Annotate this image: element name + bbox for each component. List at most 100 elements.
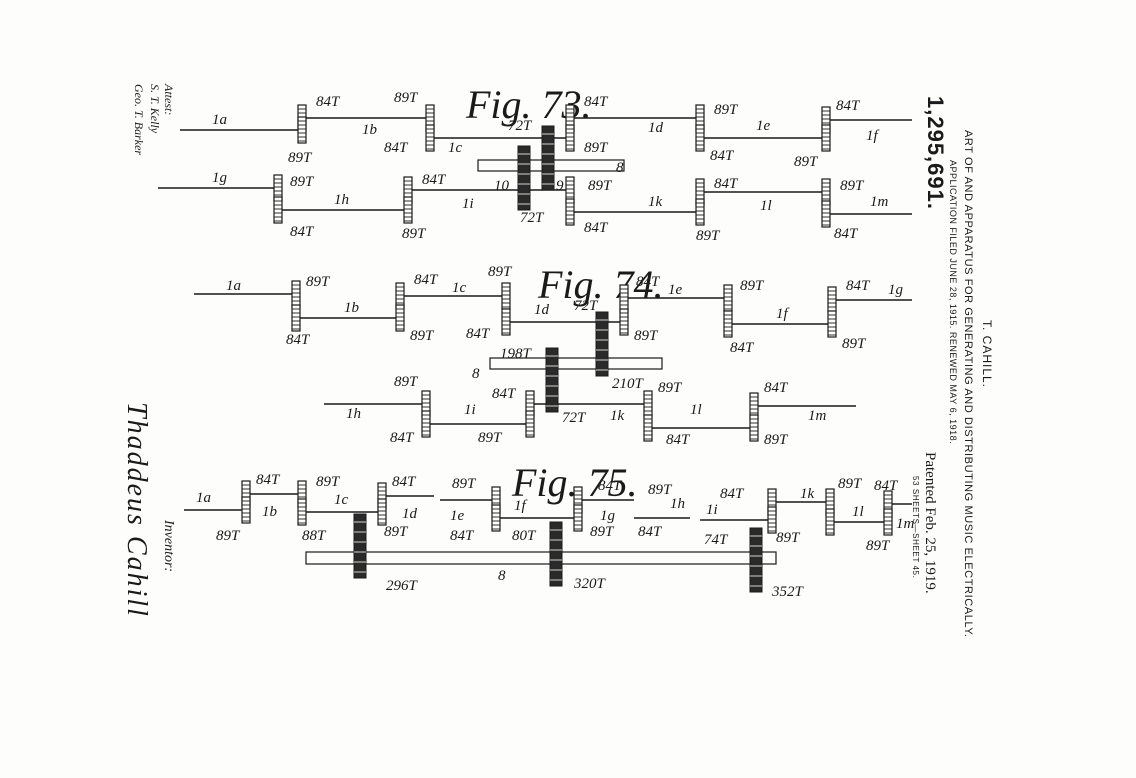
application-line: APPLICATION FILED JUNE 28, 1915. RENEWED… [948, 160, 958, 444]
gear-label: 89T [658, 380, 683, 396]
lbl-1f: 1f [514, 498, 528, 514]
gear-label: 84T [256, 472, 281, 488]
lbl-1h: 1h [346, 406, 361, 422]
lbl-1g: 1g [600, 508, 616, 524]
gear-label: 89T [410, 328, 435, 344]
gear-label: 89T [866, 538, 891, 554]
lbl-1i: 1i [706, 502, 718, 518]
gear-label: 84T [392, 474, 417, 490]
gear-label: 84T [422, 172, 447, 188]
gear-label: 89T [290, 174, 315, 190]
figure-73: Fig. 73. 1a 1b [158, 82, 912, 244]
ref-8: 8 [472, 366, 480, 382]
gear-label: 72T [520, 210, 545, 226]
sheet-count: 53 SHEETS—SHEET 45. [911, 476, 920, 578]
witness-signature-2: Geo. T. Barker [131, 84, 146, 155]
gear-label: 88T [302, 528, 327, 544]
lbl-1a: 1a [212, 112, 227, 128]
gear-label: 89T [840, 178, 865, 194]
lbl-1k: 1k [800, 486, 815, 502]
lbl-1f: 1f [866, 128, 880, 144]
gear-label: 84T [316, 94, 341, 110]
lbl-1b: 1b [262, 504, 278, 520]
gear-label: 84T [390, 430, 415, 446]
lbl-1g: 1g [212, 170, 228, 186]
gear-label: 89T [590, 524, 615, 540]
lbl-1m: 1m [808, 408, 827, 424]
gear-label: 89T [794, 154, 819, 170]
gear-label: 84T [584, 220, 609, 236]
inventor-label: Inventor: [160, 520, 176, 572]
inventor-name-header: T. CAHILL. [980, 320, 994, 388]
lbl-1m: 1m [870, 194, 889, 210]
gear-label: 84T [450, 528, 475, 544]
lbl-1e: 1e [450, 508, 465, 524]
gear-label: 84T [290, 224, 315, 240]
lbl-1i: 1i [462, 196, 474, 212]
gear-label: 89T [394, 90, 419, 106]
gear-label: 89T [588, 178, 613, 194]
gear-label: 89T [776, 530, 801, 546]
gear-label: 84T [710, 148, 735, 164]
gear-label: 84T [384, 140, 409, 156]
lbl-1c: 1c [452, 280, 467, 296]
lbl-1a: 1a [226, 278, 241, 294]
gear-label: 72T [562, 410, 587, 426]
main-shaft-8 [306, 552, 776, 564]
lbl-1k: 1k [610, 408, 625, 424]
gear-label: 89T [288, 150, 313, 166]
gear-label: 89T [394, 374, 419, 390]
inventor-signature: Thaddeus Cahill [120, 402, 152, 618]
ref-8: 8 [498, 568, 506, 584]
gear-label: 84T [286, 332, 311, 348]
lbl-1k: 1k [648, 194, 663, 210]
gear-label: 84T [466, 326, 491, 342]
gear-label: 89T [648, 482, 673, 498]
gear-label: 72T [508, 118, 533, 134]
lbl-1c: 1c [448, 140, 463, 156]
gear-label: 84T [834, 226, 859, 242]
gear-label: 80T [512, 528, 537, 544]
gear-label: 89T [634, 328, 659, 344]
ref-8: 8 [616, 160, 624, 176]
patented-date: Patented Feb. 25, 1919. [921, 452, 938, 594]
lbl-1c: 1c [334, 492, 349, 508]
gear-label: 89T [764, 432, 789, 448]
gear-label: 84T [636, 274, 661, 290]
gear-label: 352T [771, 584, 805, 600]
gear-label: 84T [414, 272, 439, 288]
gear-label: 89T [714, 102, 739, 118]
lbl-1e: 1e [668, 282, 683, 298]
gear-label: 84T [764, 380, 789, 396]
gear-label: 72T [574, 298, 599, 314]
gear-label: 84T [638, 524, 663, 540]
gear-label: 84T [598, 478, 623, 494]
gear-label: 84T [666, 432, 691, 448]
lbl-1g: 1g [888, 282, 904, 298]
gear-label: 89T [696, 228, 721, 244]
lbl-1d: 1d [648, 120, 664, 136]
gear-label: 89T [452, 476, 477, 492]
lbl-1h: 1h [334, 192, 349, 208]
ref-10: 10 [494, 178, 510, 194]
gear-label: 89T [478, 430, 503, 446]
gear-label: 89T [384, 524, 409, 540]
gear-label: 89T [838, 476, 863, 492]
lbl-1d: 1d [402, 506, 418, 522]
gear-label: 320T [573, 576, 607, 592]
ref-9: 9 [556, 178, 564, 194]
lbl-1i: 1i [464, 402, 476, 418]
gear-label: 84T [584, 94, 609, 110]
gear-label: 89T [842, 336, 867, 352]
lbl-1l: 1l [760, 198, 772, 214]
lbl-1b: 1b [344, 300, 360, 316]
gear-label: 84T [492, 386, 517, 402]
attest-label: Attest: [162, 84, 176, 115]
patent-number: 1,295,691. [922, 96, 948, 210]
gear-label: 89T [740, 278, 765, 294]
lbl-1l: 1l [690, 402, 702, 418]
lbl-1d: 1d [534, 302, 550, 318]
gear-label: 89T [402, 226, 427, 242]
lbl-1h: 1h [670, 496, 685, 512]
